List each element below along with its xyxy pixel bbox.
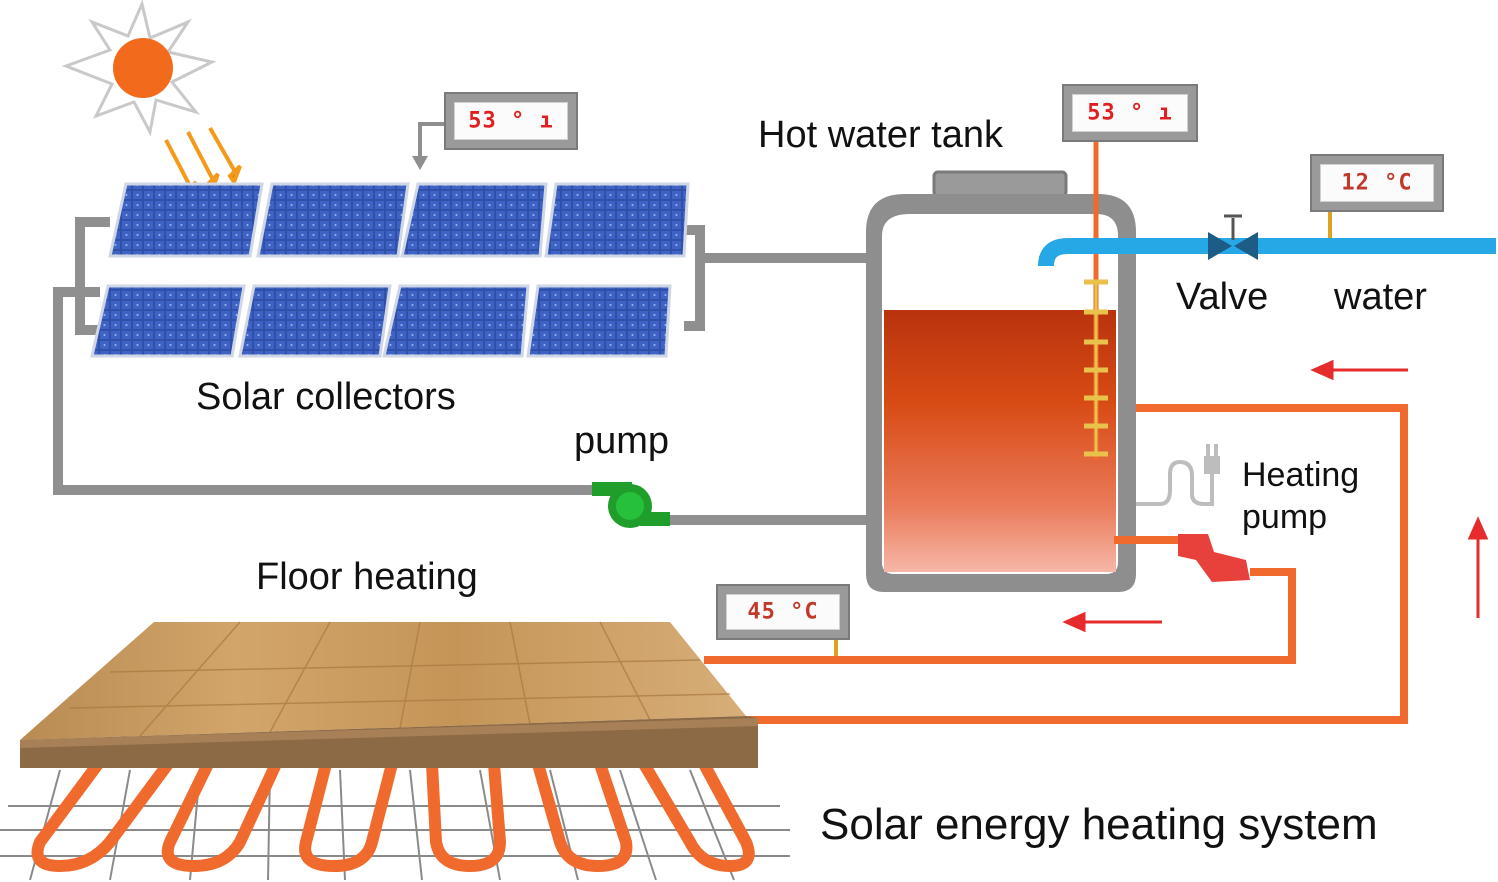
floor-temperature-gauge: 45 °C xyxy=(716,584,850,640)
gauge-pointer-icon xyxy=(418,122,444,160)
sun-icon xyxy=(61,0,217,137)
floor-heating-label: Floor heating xyxy=(256,556,478,598)
floor-temperature-readout: 45 °C xyxy=(747,599,819,625)
collector-pipes xyxy=(53,217,870,525)
thermometer-sensor-icon xyxy=(1084,140,1108,460)
heating-pump-icon xyxy=(1178,534,1250,582)
solar-collectors-label: Solar collectors xyxy=(196,376,456,418)
valve-icon xyxy=(1208,214,1258,260)
tank-temperature-readout: 53 ° ı xyxy=(1087,100,1173,126)
flow-arrows xyxy=(1062,359,1489,633)
hot-water-tank-icon xyxy=(866,170,1136,592)
water-label: water xyxy=(1334,276,1427,318)
heating-pump-label-line2: pump xyxy=(1242,498,1328,536)
collector-temperature-readout: 53 ° ı xyxy=(468,108,554,134)
heating-pump-label-line1: Heating xyxy=(1242,456,1360,494)
collector-temperature-gauge: 53 ° ı xyxy=(444,92,578,150)
tank-temperature-gauge: 53 ° ı xyxy=(1062,84,1198,142)
valve-label: Valve xyxy=(1176,276,1269,318)
diagram-title: Solar energy heating system xyxy=(820,800,1378,849)
heating-pipes xyxy=(704,404,1408,724)
wooden-floor-icon xyxy=(20,621,758,768)
floor-heating-coils-icon xyxy=(0,758,790,881)
circulation-pump-icon xyxy=(592,482,670,528)
power-plug-icon xyxy=(1136,444,1220,506)
solar-collectors-icon xyxy=(90,182,690,358)
inlet-temperature-gauge: 12 °C xyxy=(1310,154,1444,212)
water-inlet-pipe xyxy=(1038,238,1496,267)
hot-water-tank-label: Hot water tank xyxy=(758,114,1003,156)
inlet-temperature-readout: 12 °C xyxy=(1341,170,1413,196)
pump-label: pump xyxy=(574,420,670,462)
